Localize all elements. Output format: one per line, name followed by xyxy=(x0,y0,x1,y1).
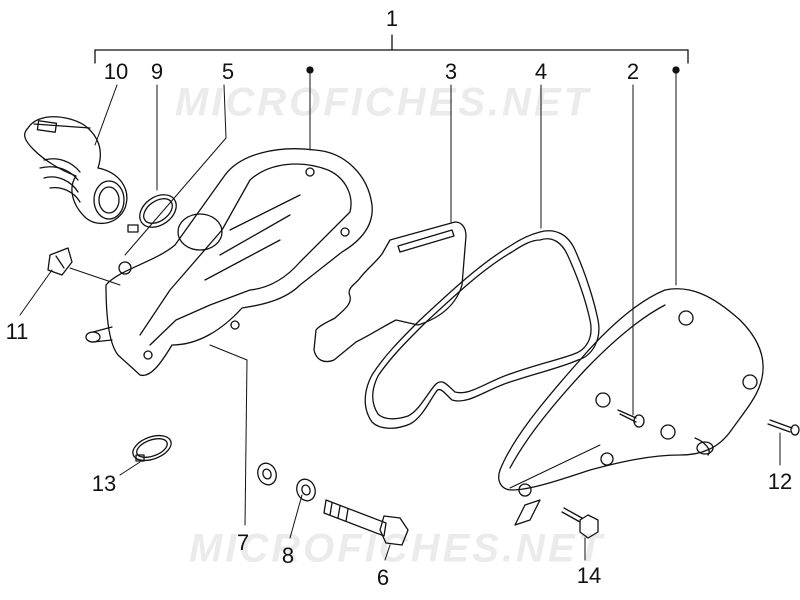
callout-9: 9 xyxy=(150,59,164,84)
part-12-screw xyxy=(767,419,800,436)
leader-lines xyxy=(19,69,781,561)
callout-12: 12 xyxy=(767,469,793,494)
part-4-gasket xyxy=(364,230,600,429)
watermark-top: MICROFICHES.NET xyxy=(174,80,592,125)
part-3-filter-element xyxy=(313,221,467,363)
callout-4: 4 xyxy=(534,59,548,84)
callout-14: 14 xyxy=(576,563,602,588)
callout-5: 5 xyxy=(221,59,235,84)
callout-7: 7 xyxy=(236,530,250,555)
part-2-filter-cover xyxy=(498,288,764,497)
part-9-hose-clamp xyxy=(127,194,177,233)
part-2-screw xyxy=(617,409,645,428)
assembly-bracket xyxy=(94,34,689,74)
part-11-clip xyxy=(47,247,73,276)
callout-13: 13 xyxy=(91,471,117,496)
part-10-intake-hose xyxy=(23,116,128,225)
callout-8: 8 xyxy=(281,543,295,568)
part-14-knob-screw xyxy=(514,499,599,539)
callout-10: 10 xyxy=(103,59,129,84)
callout-2: 2 xyxy=(626,59,640,84)
part-13-clamp xyxy=(132,434,172,462)
watermark-bottom: MICROFICHES.NET xyxy=(188,526,606,571)
callout-3: 3 xyxy=(444,59,458,84)
part-8-washer xyxy=(296,478,316,502)
part-6-bolt xyxy=(323,499,409,546)
part-5-filter-box xyxy=(85,148,373,377)
callout-11: 11 xyxy=(5,319,29,344)
callout-1: 1 xyxy=(385,6,399,31)
callout-6: 6 xyxy=(376,565,390,590)
part-7-washer xyxy=(257,462,277,486)
